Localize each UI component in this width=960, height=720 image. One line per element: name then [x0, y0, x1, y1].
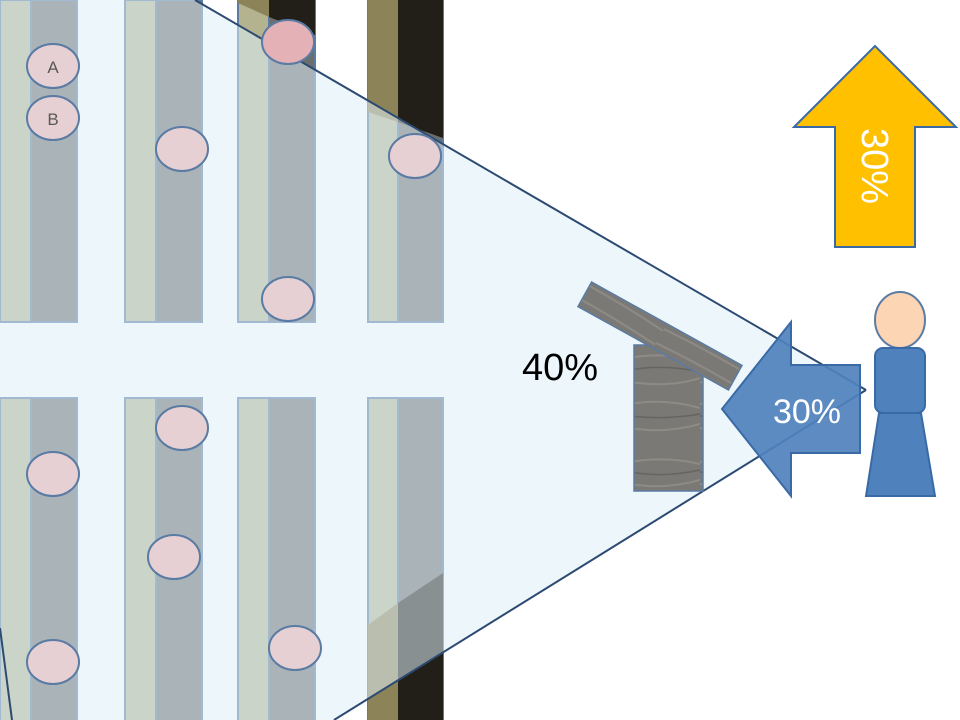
- student-b: B: [27, 96, 79, 140]
- teacher-skirt: [866, 413, 935, 496]
- student: [27, 640, 79, 684]
- student: [156, 127, 208, 171]
- teacher-head: [875, 292, 925, 348]
- teacher-torso: [875, 348, 925, 413]
- up-arrow-percent-label: 30%: [853, 128, 895, 204]
- student: [389, 134, 441, 178]
- lectern-percent-label: 40%: [522, 347, 598, 389]
- student: [156, 406, 208, 450]
- student: [262, 20, 314, 64]
- student: [269, 626, 321, 670]
- teacher-figure: [866, 292, 935, 496]
- student: [27, 452, 79, 496]
- student-b-label: B: [47, 110, 58, 129]
- up-arrow: 30%: [794, 46, 956, 247]
- student: [148, 535, 200, 579]
- left-arrow-percent-label: 30%: [773, 393, 841, 431]
- student-a: A: [27, 44, 79, 88]
- student-a-label: A: [47, 58, 59, 77]
- student: [262, 277, 314, 321]
